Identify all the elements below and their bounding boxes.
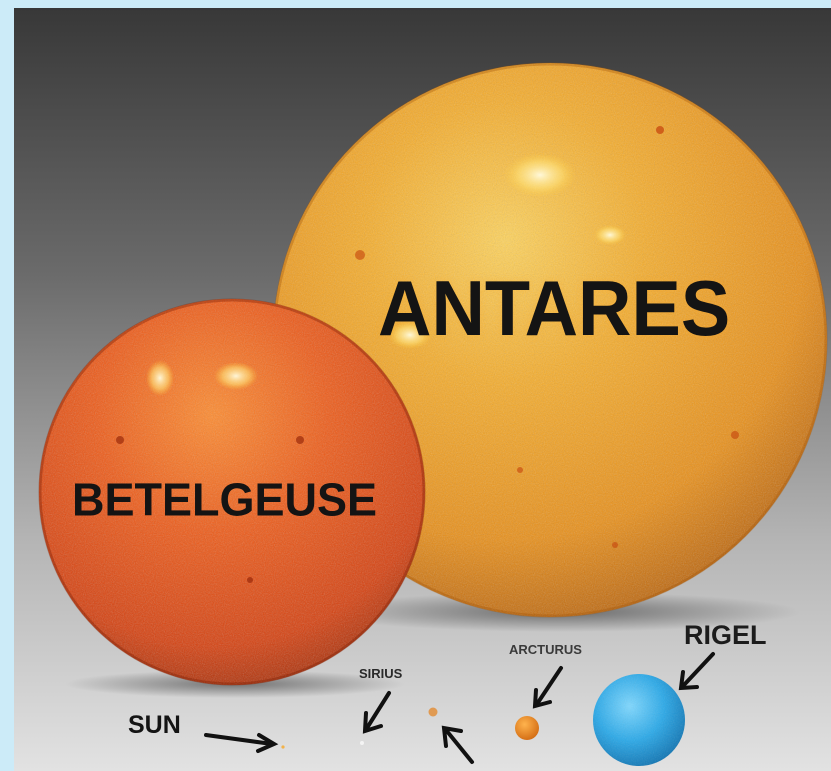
rigel-arrow xyxy=(678,652,715,691)
sun-star xyxy=(281,745,285,749)
sun-label: SUN xyxy=(128,711,181,739)
rigel-star xyxy=(593,674,685,766)
arcturus-star xyxy=(515,716,539,740)
rigel-label: RIGEL xyxy=(684,620,767,650)
sirius-arrow xyxy=(362,691,391,734)
sirius-star xyxy=(428,707,438,717)
sun-arrow xyxy=(204,733,279,753)
sirius-label: SIRIUS xyxy=(359,666,403,681)
betelgeuse-star xyxy=(38,298,426,686)
sirius-b-arrow xyxy=(441,725,474,764)
arcturus-arrow xyxy=(532,666,563,709)
antares-label: ANTARES xyxy=(378,264,731,352)
sirius-companion-star xyxy=(360,741,364,745)
betelgeuse-label: BETELGEUSE xyxy=(72,472,378,526)
arcturus-label: ARCTURUS xyxy=(509,642,582,657)
